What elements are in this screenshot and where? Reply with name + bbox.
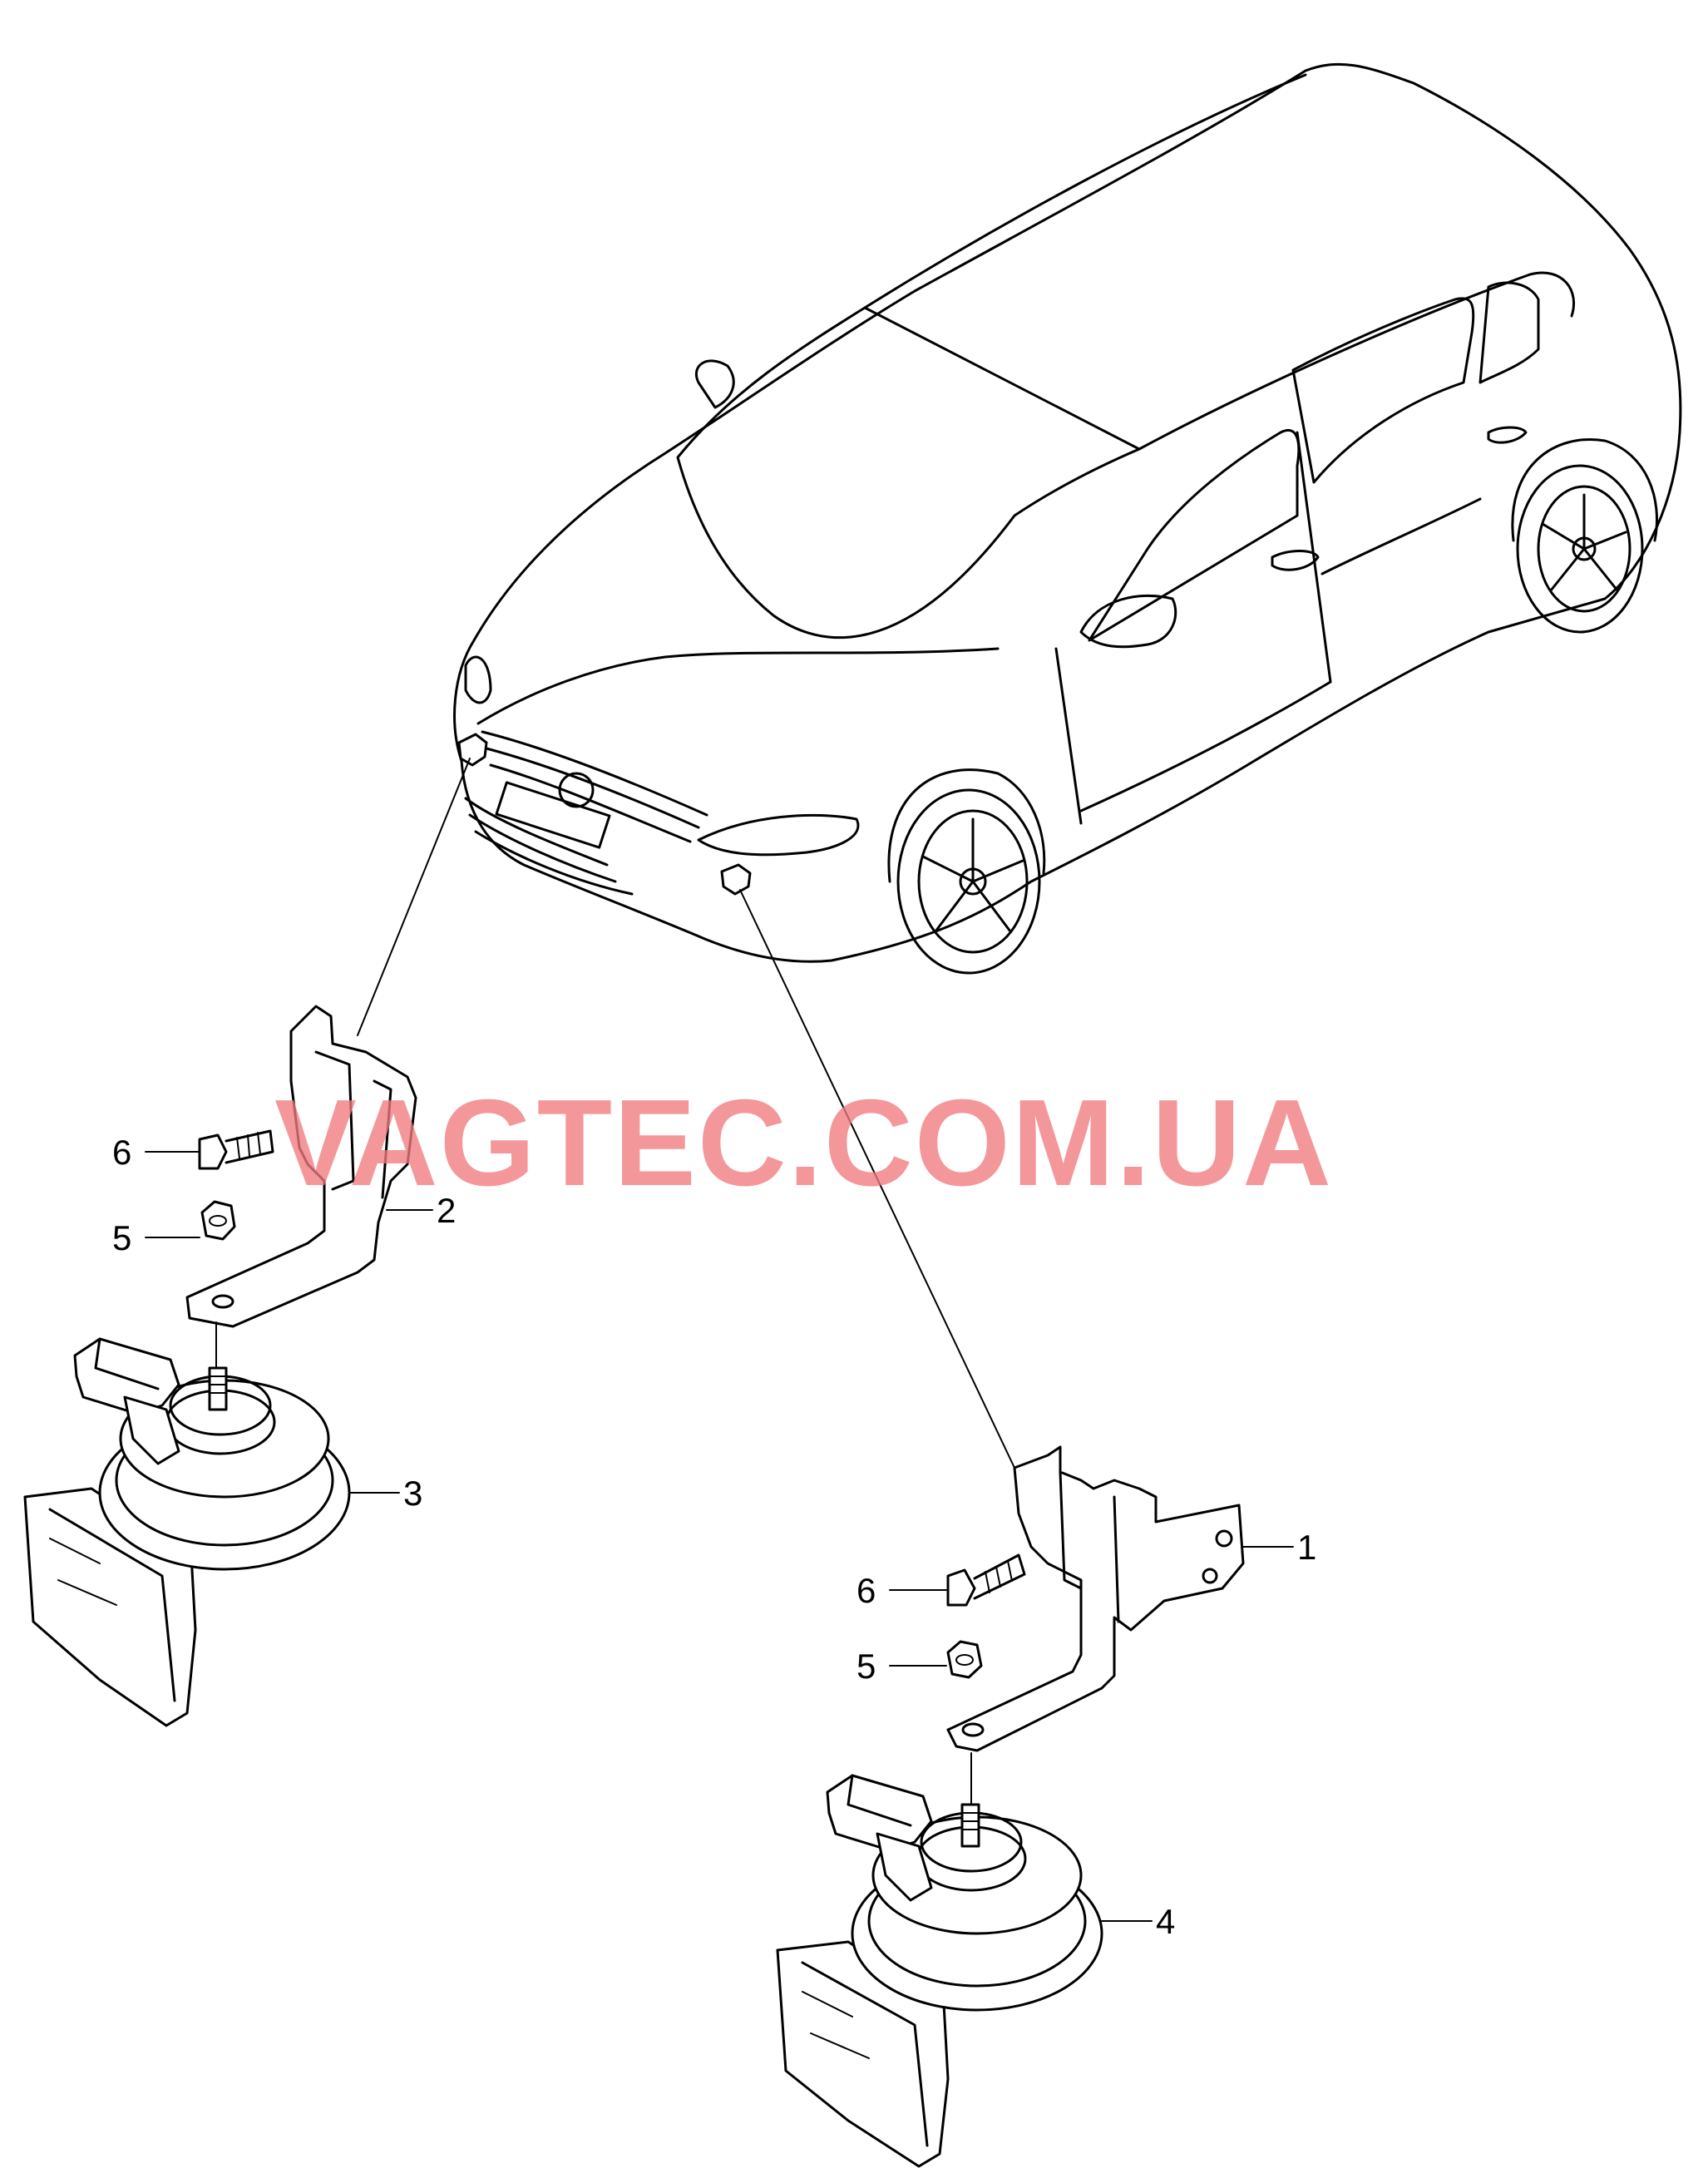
bolt-right (946, 1553, 1026, 1607)
bracket-right (946, 1445, 1245, 1752)
nut-left (200, 1200, 236, 1241)
horn-location-marker-left (457, 733, 488, 767)
callout-6-left: 6 (112, 1133, 131, 1172)
callout-2: 2 (437, 1191, 456, 1230)
callout-5-right: 5 (856, 1647, 876, 1686)
callout-3: 3 (403, 1474, 422, 1513)
leader-line-left (357, 758, 471, 1036)
horn-left (23, 1337, 351, 1727)
leader-line-right (739, 889, 1015, 1469)
callout-1: 1 (1297, 1528, 1316, 1567)
callout-6-right: 6 (856, 1571, 876, 1610)
horn-location-marker-right (720, 863, 752, 896)
bolt-left (198, 1129, 274, 1170)
watermark: VAGTEC.COM.UA (274, 1074, 1333, 1212)
horn-right (776, 1774, 1103, 2168)
callout-5-left: 5 (112, 1218, 131, 1257)
bracket-left (185, 1005, 417, 1328)
nut-right (946, 1640, 983, 1679)
car-illustration (453, 62, 1682, 975)
callout-4: 4 (1156, 1902, 1175, 1941)
